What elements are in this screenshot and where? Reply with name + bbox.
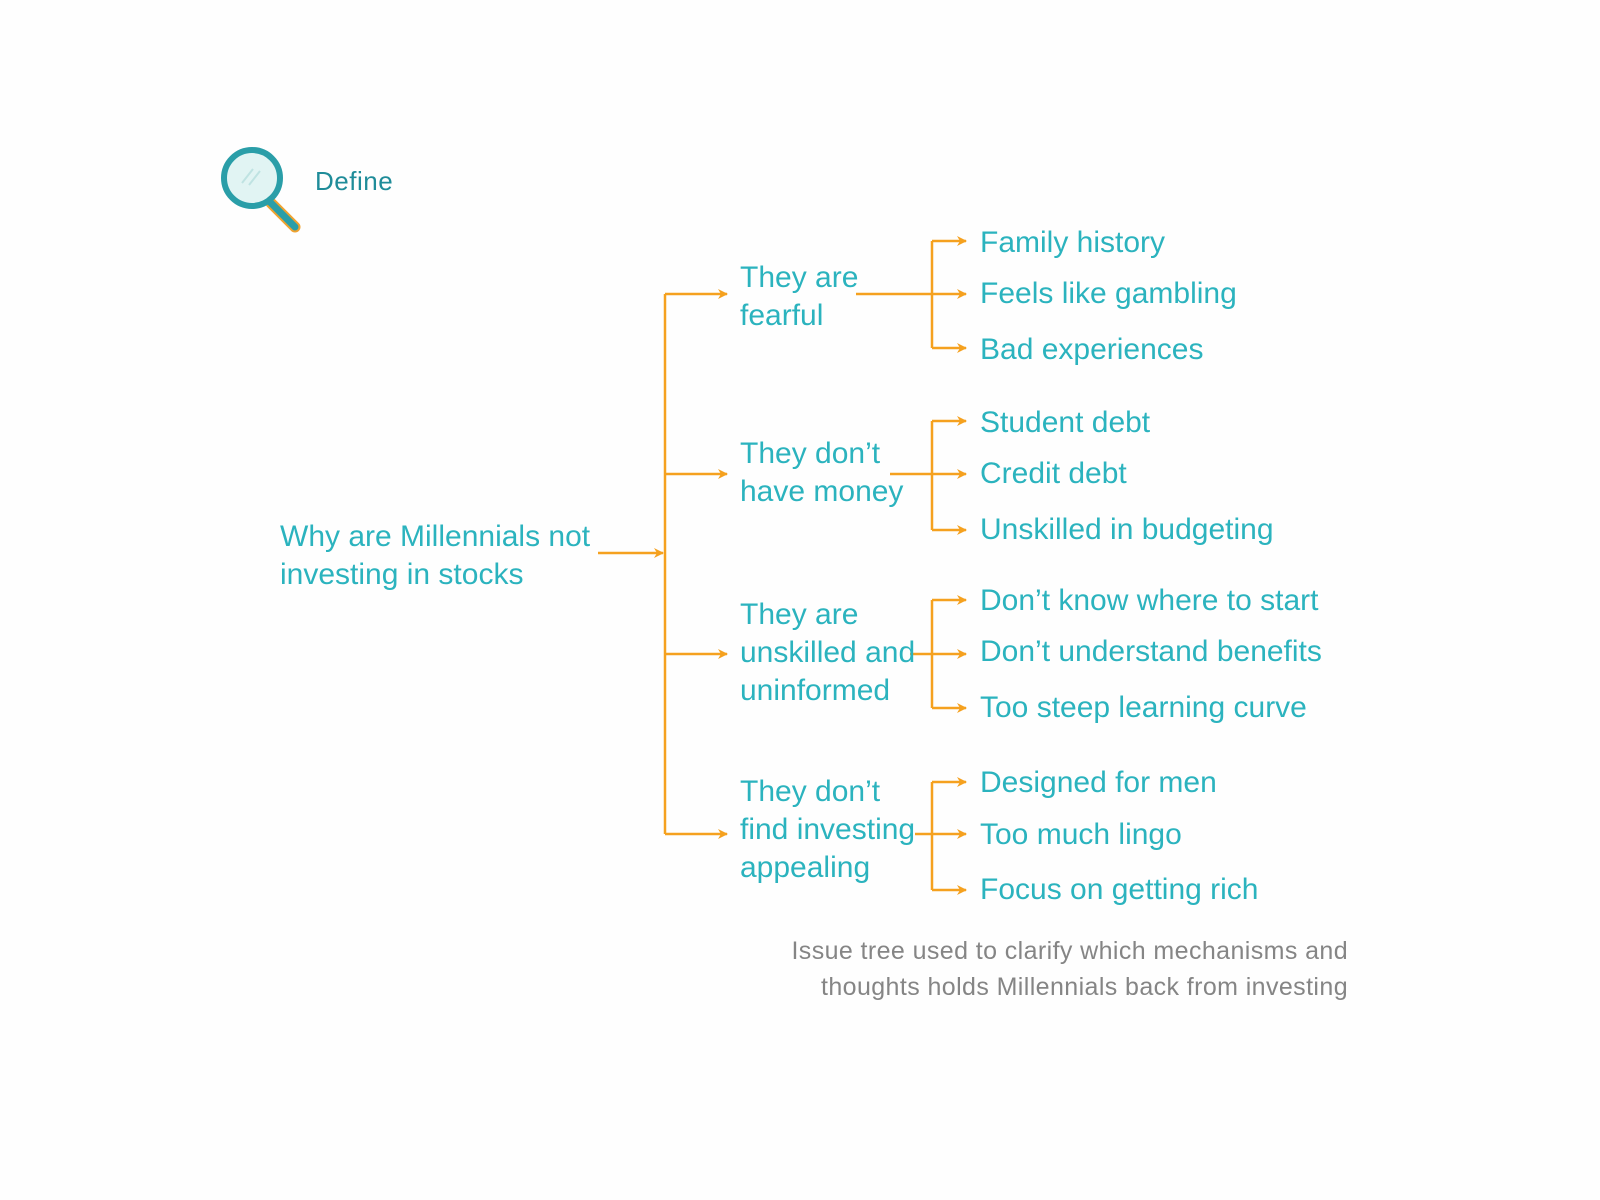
branch-fearful: They are fearful (740, 261, 859, 332)
leaf-focus-on-getting-rich: Focus on getting rich (980, 873, 1259, 906)
leaf-credit-debt: Credit debt (980, 457, 1127, 490)
branch-no-money: They don’t have money (740, 437, 904, 508)
magnifying-glass-icon (215, 145, 310, 245)
leaf-dont-understand-benefits: Don’t understand benefits (980, 635, 1322, 668)
branch-not-appealing: They don’t find investing appealing (740, 775, 916, 884)
leaf-steep-learning-curve: Too steep learning curve (980, 691, 1307, 724)
define-label: Define (315, 166, 394, 196)
leaf-too-much-lingo: Too much lingo (980, 818, 1182, 851)
root-question: Why are Millennials not investing in sto… (280, 520, 591, 591)
figure-caption: Issue tree used to clarify which mechani… (791, 937, 1348, 1001)
leaf-feels-like-gambling: Feels like gambling (980, 277, 1237, 310)
leaf-family-history: Family history (980, 226, 1166, 259)
branch-unskilled: They are unskilled and uninformed (740, 598, 916, 707)
leaf-designed-for-men: Designed for men (980, 766, 1217, 799)
leaf-unskilled-budgeting: Unskilled in budgeting (980, 513, 1274, 546)
leaf-student-debt: Student debt (980, 406, 1151, 439)
leaf-dont-know-where-to-start: Don’t know where to start (980, 584, 1319, 617)
leaf-bad-experiences: Bad experiences (980, 333, 1204, 366)
